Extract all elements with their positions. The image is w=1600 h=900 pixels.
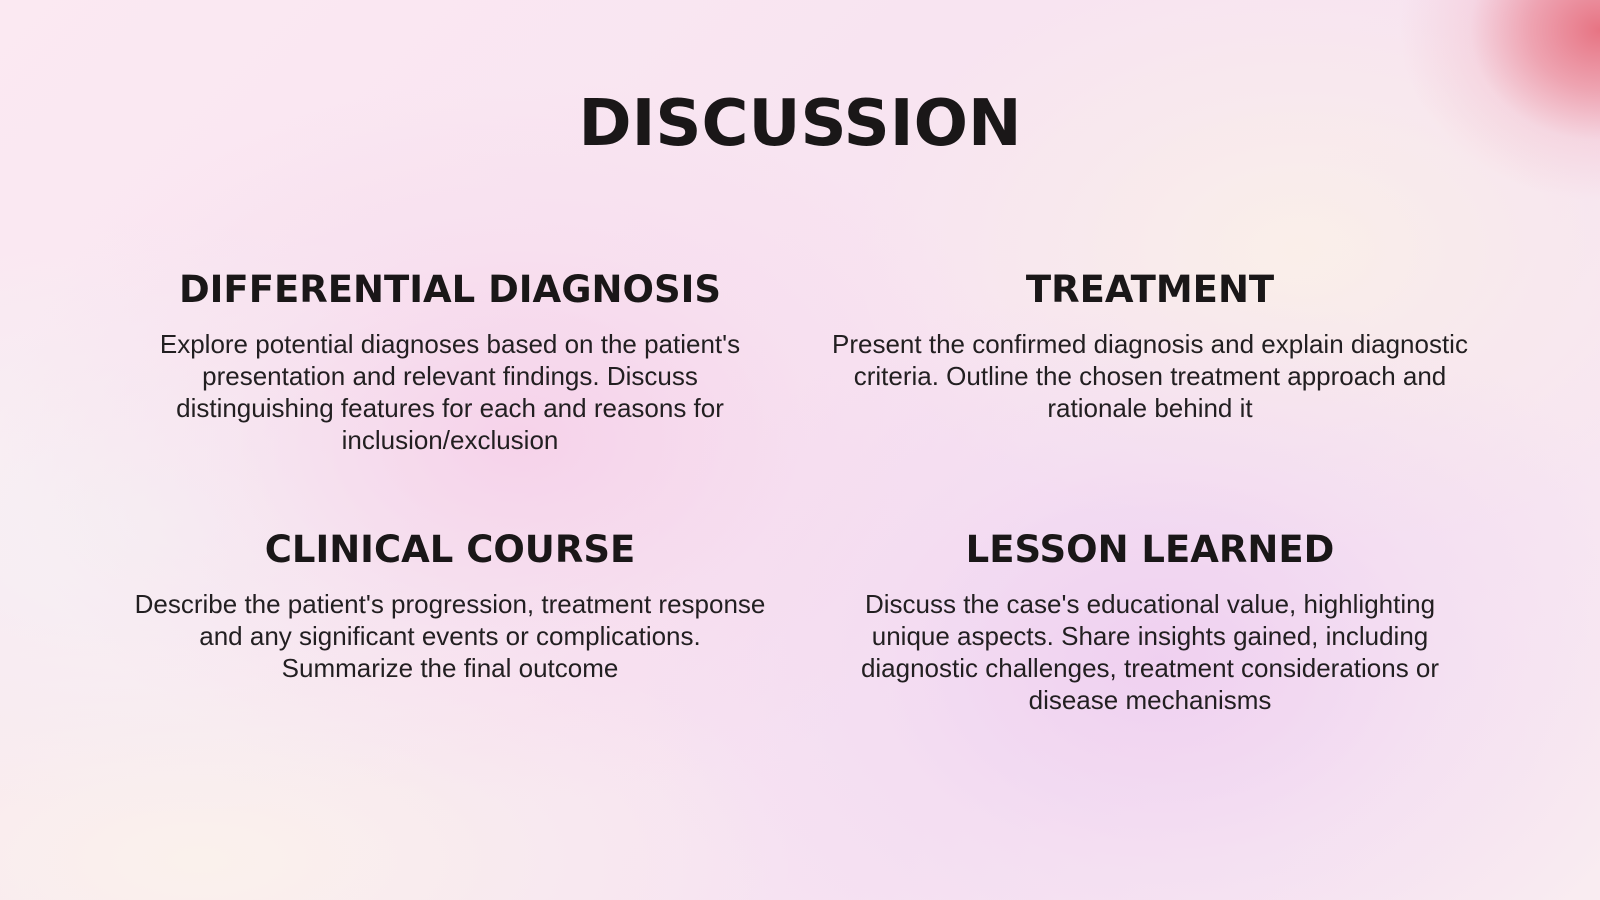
section-body: Describe the patient's progression, trea… [134,589,766,683]
section-clinical-course: CLINICAL COURSE Describe the patient's p… [130,531,770,684]
section-body: Discuss the case's educational value, hi… [860,589,1440,715]
section-heading: CLINICAL COURSE [264,528,636,571]
section-heading: LESSON LEARNED [965,528,1335,571]
section-body: Present the confirmed diagnosis and expl… [832,329,1468,423]
section-differential-diagnosis: DIFFERENTIAL DIAGNOSIS Explore potential… [130,271,770,456]
section-treatment: TREATMENT Present the confirmed diagnosi… [830,271,1470,424]
section-lesson-learned: LESSON LEARNED Discuss the case's educat… [830,531,1470,716]
section-heading: TREATMENT [1025,268,1275,311]
slide-title: DISCUSSION [578,87,1022,161]
section-body: Explore potential diagnoses based on the… [159,329,741,455]
section-heading: DIFFERENTIAL DIAGNOSIS [178,268,722,311]
